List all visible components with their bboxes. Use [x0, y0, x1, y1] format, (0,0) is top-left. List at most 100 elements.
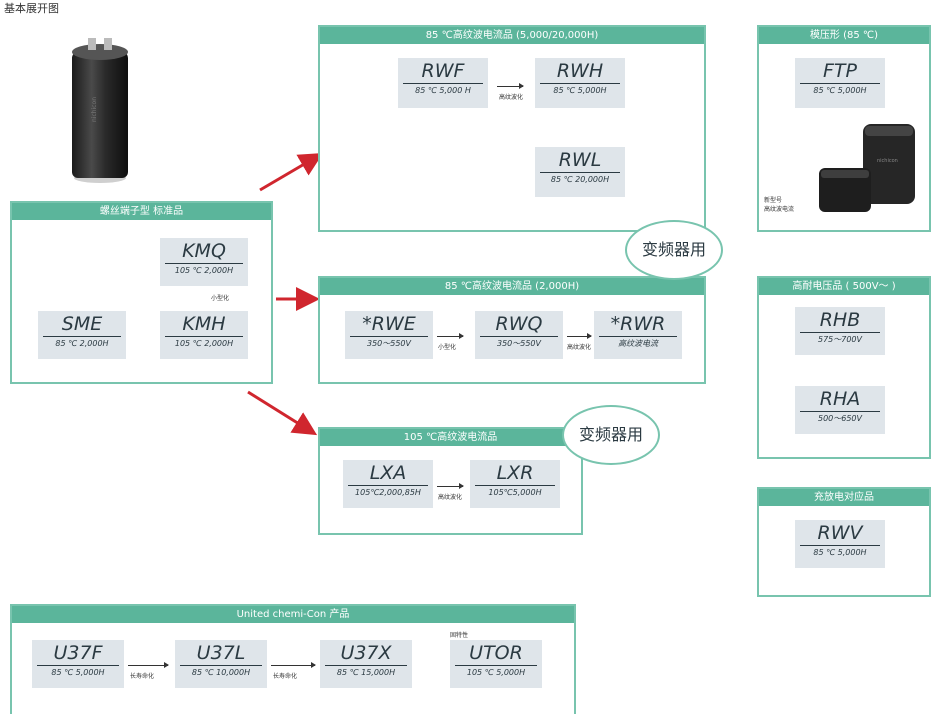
chip-code: RWL: [558, 149, 602, 171]
chip-rwq[interactable]: RWQ 350～550V: [475, 311, 563, 359]
chip-divider: [599, 336, 677, 337]
chip-u37f[interactable]: U37F 85 ℃ 5,000H: [32, 640, 124, 688]
u37l-to-u37x-label: 长寿命化: [273, 673, 298, 680]
chip-rwl[interactable]: RWL 85 ℃ 20,000H: [535, 147, 625, 197]
chip-rwv[interactable]: RWV 85 ℃ 5,000H: [795, 520, 885, 568]
chip-lxr[interactable]: LXR 105℃5,000H: [470, 460, 560, 508]
chip-code: U37F: [53, 642, 103, 664]
chip-spec: 105 ℃ 2,000H: [174, 266, 234, 275]
arrow-to-series85-long: [259, 152, 324, 192]
chip-spec: 85 ℃ 20,000H: [550, 175, 610, 184]
kmh-to-kmq-label: 小型化: [211, 295, 230, 302]
chip-code: RWV: [817, 522, 863, 544]
chip-divider: [800, 332, 880, 333]
inverter-bubble-1: 变频器用: [625, 220, 723, 280]
molded-capacitor-image: nichicon: [819, 124, 915, 212]
inverter-bubble-2: 变频器用: [562, 405, 660, 465]
chip-code: UTOR: [469, 642, 523, 664]
chip-code: *RWE: [362, 313, 416, 335]
chip-spec: 85 ℃ 5,000H: [813, 548, 867, 557]
chip-code: U37L: [196, 642, 246, 664]
chip-spec: 350～550V: [496, 339, 541, 348]
chip-u37l[interactable]: U37L 85 ℃ 10,000H: [175, 640, 267, 688]
chip-ftp[interactable]: FTP 85 ℃ 5,000H: [795, 58, 885, 108]
u37l-to-u37x-arrow: [271, 662, 316, 668]
chip-code: *RWR: [610, 313, 666, 335]
chip-rwh[interactable]: RWH 85 ℃ 5,000H: [535, 58, 625, 108]
series105-header: 105 ℃高纹波电流品: [320, 429, 581, 446]
lxa-to-lxr-label: 高纹波化: [438, 494, 463, 501]
chip-spec: 575～700V: [817, 335, 862, 344]
series85-long-box: 85 ℃高纹波电流品 (5,000/20,000H): [318, 25, 706, 232]
chip-divider: [455, 665, 537, 666]
chip-divider: [800, 411, 880, 412]
ftp-header: 模压形 (85 ℃): [759, 27, 929, 44]
chip-rhb[interactable]: RHB 575～700V: [795, 307, 885, 355]
chip-code: KMH: [182, 313, 226, 335]
u37f-to-u37l-arrow: [128, 662, 169, 668]
chip-spec: 500～650V: [817, 414, 862, 423]
chip-code: RWH: [556, 60, 604, 82]
chip-code: SME: [61, 313, 103, 335]
chip-code: LXA: [369, 462, 407, 484]
rwf-to-rwh-arrow: [497, 83, 524, 89]
chip-divider: [800, 545, 880, 546]
hub-header: 螺丝端子型 标准品: [12, 203, 271, 220]
chip-code: RWF: [421, 60, 465, 82]
chip-divider: [403, 83, 483, 84]
chip-spec: 85 ℃ 2,000H: [55, 339, 109, 348]
screw-terminal-capacitor-image: nichicon: [72, 38, 128, 183]
series105-box: 105 ℃高纹波电流品: [318, 427, 583, 535]
chip-lxa[interactable]: LXA 105℃2,000,85H: [343, 460, 433, 508]
chip-kmq[interactable]: KMQ 105 ℃ 2,000H: [160, 238, 248, 286]
chip-rha[interactable]: RHA 500～650V: [795, 386, 885, 434]
chip-divider: [325, 665, 407, 666]
svg-text:nichicon: nichicon: [877, 158, 898, 164]
series85-short-header: 85 ℃高纹波电流品 (2,000H): [320, 278, 704, 295]
chip-code: RWQ: [495, 313, 543, 335]
series85-long-header: 85 ℃高纹波电流品 (5,000/20,000H): [320, 27, 704, 44]
chip-code: FTP: [823, 60, 857, 82]
svg-text:nichicon: nichicon: [91, 97, 98, 122]
chip-divider: [43, 336, 121, 337]
united-header: United chemi-Con 产品: [12, 606, 574, 623]
chip-divider: [480, 336, 558, 337]
utor-tag: 固特性: [450, 632, 469, 639]
chip-rwr[interactable]: *RWR 高纹波电流: [594, 311, 682, 359]
chip-u37x[interactable]: U37X 85 ℃ 15,000H: [320, 640, 412, 688]
chip-code: U37X: [340, 642, 392, 664]
chip-divider: [800, 83, 880, 84]
rwf-to-rwh-label: 高纹波化: [499, 94, 524, 101]
rwe-to-rwq-label: 小型化: [438, 344, 457, 351]
chip-rwf[interactable]: RWF 85 ℃ 5,000 H: [398, 58, 488, 108]
rwq-to-rwr-arrow: [567, 333, 592, 339]
chip-divider: [540, 83, 620, 84]
chip-code: RHB: [819, 309, 861, 331]
chip-divider: [180, 665, 262, 666]
diagram-title: 基本展开图: [4, 2, 59, 15]
chip-kmh[interactable]: KMH 105 ℃ 2,000H: [160, 311, 248, 359]
chip-spec: 85 ℃ 15,000H: [336, 668, 396, 677]
chip-spec: 105℃5,000H: [488, 488, 542, 497]
chip-spec: 350～550V: [366, 339, 411, 348]
arrow-to-series105: [247, 390, 318, 436]
lxa-to-lxr-arrow: [437, 483, 464, 489]
chip-spec: 85 ℃ 5,000H: [813, 86, 867, 95]
chip-divider: [165, 263, 243, 264]
charge-discharge-header: 充放电对应品: [759, 489, 929, 506]
chip-spec: 85 ℃ 10,000H: [191, 668, 251, 677]
chip-divider: [540, 172, 620, 173]
chip-spec: 高纹波电流: [618, 339, 658, 348]
chip-spec: 85 ℃ 5,000 H: [415, 86, 471, 95]
chip-rwe[interactable]: *RWE 350～550V: [345, 311, 433, 359]
chip-code: KMQ: [182, 240, 226, 262]
chip-spec: 105 ℃ 5,000H: [466, 668, 526, 677]
rwq-to-rwr-label: 高纹波化: [567, 344, 592, 351]
chip-code: RHA: [819, 388, 861, 410]
chip-sme[interactable]: SME 85 ℃ 2,000H: [38, 311, 126, 359]
rwe-to-rwq-arrow: [437, 333, 464, 339]
chip-utor[interactable]: UTOR 105 ℃ 5,000H: [450, 640, 542, 688]
chip-spec: 85 ℃ 5,000H: [51, 668, 105, 677]
chip-code: LXR: [496, 462, 534, 484]
chip-spec: 85 ℃ 5,000H: [553, 86, 607, 95]
